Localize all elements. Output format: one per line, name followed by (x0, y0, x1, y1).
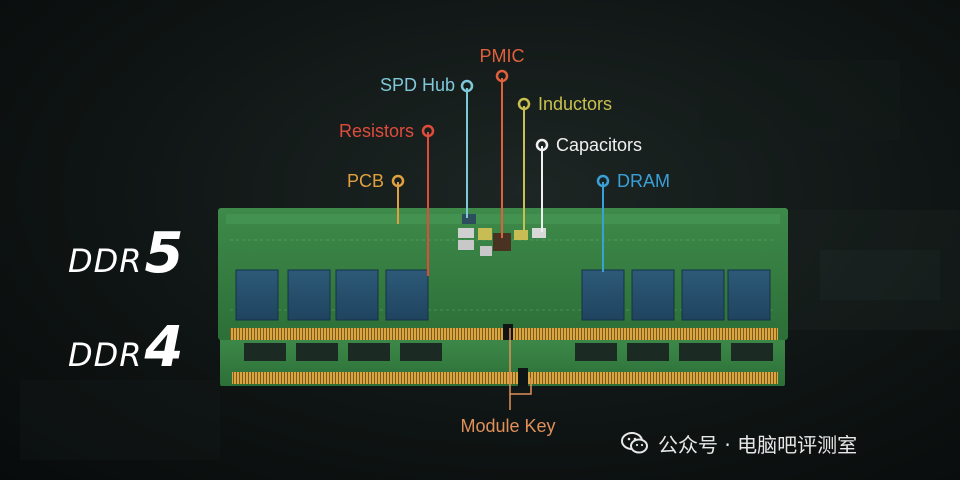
ddr5-label-number: 5 (144, 221, 184, 286)
label-pcb: PCB (347, 171, 384, 191)
label-resistors: Resistors (339, 121, 414, 141)
label-dram: DRAM (617, 171, 670, 191)
ddr4-label: DDR 4 (68, 320, 183, 376)
label-pmic: PMIC (480, 46, 525, 66)
ddr5-label-text: DDR (68, 242, 143, 280)
label-inductors: Inductors (538, 94, 612, 114)
label-capacitors: Capacitors (556, 135, 642, 155)
callout-dots (391, 69, 610, 188)
pmic-area (458, 214, 546, 256)
watermark: 公众号 · 电脑吧评测室 (620, 428, 940, 458)
callout-lines (397, 78, 604, 410)
ddr4-label-number: 4 (144, 315, 184, 380)
label-spd-hub: SPD Hub (380, 75, 455, 95)
ddr4-label-text: DDR (68, 336, 143, 374)
ddr4-module (220, 336, 785, 386)
wechat-icon (621, 432, 648, 454)
background-circuitry (20, 60, 960, 460)
dram-chips (235, 269, 771, 321)
label-module-key: Module Key (460, 416, 555, 436)
watermark-text: 公众号 · 电脑吧评测室 (658, 432, 858, 457)
ddr5-label: DDR 5 (68, 226, 183, 282)
